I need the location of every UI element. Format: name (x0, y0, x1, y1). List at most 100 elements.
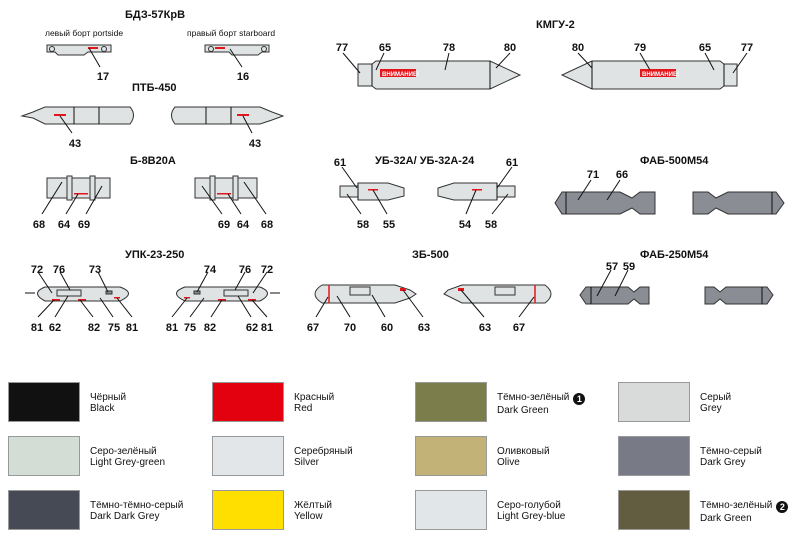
callout: 68 (33, 219, 45, 231)
callout: 69 (218, 219, 230, 231)
legend-en: Black (90, 403, 115, 414)
legend-ru: Тёмно-зелёный (700, 500, 773, 511)
callout: 71 (587, 169, 599, 181)
color-swatch (8, 382, 80, 422)
color-swatch (415, 436, 487, 476)
callout: 16 (237, 71, 249, 83)
legend-en: Dark Grey (700, 457, 746, 468)
legend-ru: Оливковый (497, 446, 550, 457)
callout: 62 (49, 322, 61, 334)
callout: 66 (616, 169, 628, 181)
color-swatch (212, 490, 284, 530)
callout: 43 (69, 138, 81, 150)
ptb-tank-right (171, 106, 285, 125)
callout: 81 (31, 322, 43, 334)
callout: 79 (634, 42, 646, 54)
callout: 77 (741, 42, 753, 54)
bdz-left-label: левый борт portside (45, 28, 123, 38)
warning-text: ВНИМАНИЕ! (642, 72, 679, 78)
callout: 81 (126, 322, 138, 334)
callout: 61 (506, 157, 518, 169)
callout: 58 (485, 219, 497, 231)
legend-ru: Тёмно-тёмно-серый (90, 500, 184, 511)
warning-text: ВНИМАНИЕ! (382, 72, 419, 78)
legend-en: Light Grey-blue (497, 511, 566, 522)
legend-en: Light Grey-green (90, 457, 166, 468)
number-badge: 1 (573, 393, 586, 405)
callout: 72 (31, 264, 43, 276)
callout: 78 (443, 42, 455, 54)
ub32-pod-right (437, 182, 516, 201)
ptb-tank-left (20, 106, 134, 125)
legend-ru: Серебряный (294, 446, 353, 457)
legend-ru: Серо-голубой (497, 500, 561, 511)
kmgu-title: КМГУ-2 (536, 19, 575, 31)
callout: 72 (261, 264, 273, 276)
callout: 43 (249, 138, 261, 150)
bdz-pylon-left (46, 44, 112, 56)
callout: 67 (513, 322, 525, 334)
callout: 81 (261, 322, 273, 334)
callout: 55 (383, 219, 395, 231)
legend-en: Dark Green (700, 513, 752, 524)
callout: 74 (204, 264, 217, 276)
bdz-right-label: правый борт starboard (187, 28, 275, 38)
b8-pod-left (46, 175, 111, 201)
legend-ru: Серый (700, 392, 732, 403)
color-swatch (618, 436, 690, 476)
callout: 82 (204, 322, 216, 334)
legend-ru: Серо-зелёный (90, 446, 157, 457)
callout: 17 (97, 71, 109, 83)
legend-en: Dark Green (497, 405, 549, 416)
callout: 65 (699, 42, 711, 54)
callout: 64 (58, 219, 71, 231)
b8-title: Б-8В20А (130, 155, 176, 167)
legend-ru: Жёлтый (294, 500, 332, 511)
callout: 62 (246, 322, 258, 334)
ub32-title: УБ-32А/ УБ-32А-24 (375, 155, 475, 167)
callout: 77 (336, 42, 348, 54)
fab250-bomb-left (579, 286, 650, 305)
legend-en: Yellow (294, 511, 323, 522)
zb-title: ЗБ-500 (412, 249, 449, 261)
callout: 57 (606, 261, 618, 273)
callout: 63 (479, 322, 491, 334)
fab500-bomb-left (554, 191, 656, 215)
legend-en: Dark Dark Grey (90, 511, 160, 522)
color-swatch (8, 436, 80, 476)
color-swatch (415, 382, 487, 422)
upk-pod-left (25, 286, 129, 302)
callout: 60 (381, 322, 393, 334)
callout: 59 (623, 261, 635, 273)
number-badge: 2 (776, 501, 789, 513)
callout: 65 (379, 42, 391, 54)
color-swatch (618, 382, 690, 422)
fab250-title: ФАБ-250М54 (640, 249, 709, 261)
bdz-pylon-right (204, 44, 270, 56)
callout: 63 (418, 322, 430, 334)
callout: 70 (344, 322, 356, 334)
callout: 73 (89, 264, 101, 276)
legend-ru: Чёрный (90, 392, 127, 403)
callout: 58 (357, 219, 369, 231)
zb-tank-right (443, 284, 552, 304)
legend-en: Grey (700, 403, 722, 414)
upk-title: УПК-23-250 (125, 249, 184, 261)
callout: 76 (53, 264, 65, 276)
callout: 75 (108, 322, 120, 334)
upk-pod-right (176, 286, 280, 302)
ptb-title: ПТБ-450 (132, 82, 177, 94)
legend-en: Olive (497, 457, 520, 468)
color-swatch (8, 490, 80, 530)
bdz-title: БДЗ-57КрВ (125, 9, 185, 21)
zb-tank-left (314, 284, 417, 304)
